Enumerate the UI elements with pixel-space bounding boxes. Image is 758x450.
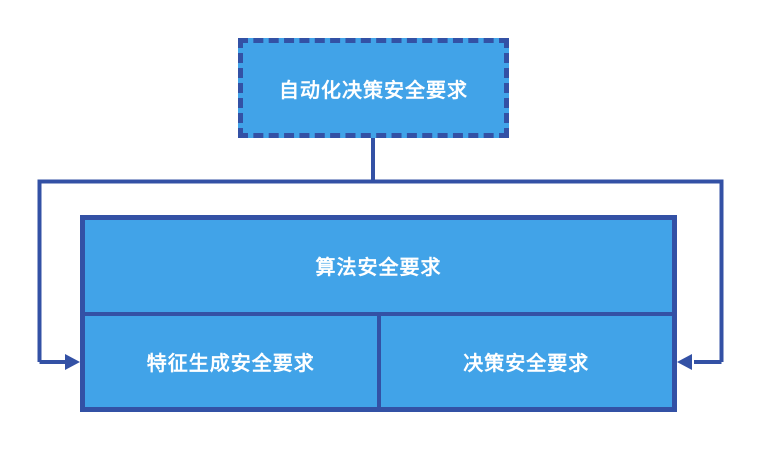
- node-decision-requirements: 决策安全要求: [380, 315, 672, 407]
- right-arrowhead-icon: [677, 354, 692, 370]
- node-feature-generation-requirements-label: 特征生成安全要求: [146, 352, 315, 375]
- requirements-group-box: 算法安全要求 特征生成安全要求 决策安全要求: [80, 215, 677, 412]
- node-automated-decision-requirements: 自动化决策安全要求: [238, 38, 509, 138]
- node-algorithm-requirements: 算法安全要求: [85, 220, 672, 312]
- node-feature-generation-requirements: 特征生成安全要求: [85, 315, 377, 407]
- left-arrowhead-icon: [65, 354, 80, 370]
- node-algorithm-requirements-label: 算法安全要求: [315, 257, 442, 280]
- node-automated-decision-requirements-label: 自动化决策安全要求: [279, 79, 468, 102]
- node-decision-requirements-label: 决策安全要求: [463, 352, 590, 375]
